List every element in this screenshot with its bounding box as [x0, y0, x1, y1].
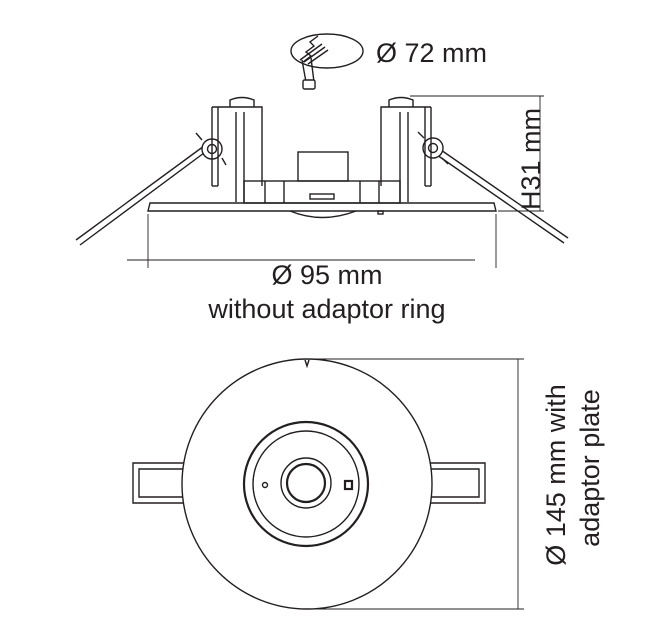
height-label: H31 mm	[516, 108, 546, 210]
plate-diameter-dimension	[307, 358, 524, 610]
plate-diameter-label-line2: adaptor plate	[575, 389, 605, 547]
left-tab	[132, 462, 190, 504]
height-dimension	[410, 95, 544, 212]
right-bracket	[380, 96, 432, 202]
sensor-inner-ring	[252, 430, 360, 538]
outer-plate-ring	[181, 358, 433, 610]
side-view	[75, 95, 569, 268]
lens-outer-ring	[280, 457, 332, 509]
sensor-window	[343, 479, 354, 491]
central-housing	[243, 151, 401, 204]
outer-diameter-label: Ø 95 mm	[271, 260, 382, 290]
plate-diameter-label-line1: Ø 145 mm with	[541, 384, 571, 566]
cutout-diameter-label: Ø 72 mm	[376, 38, 487, 68]
top-view	[132, 358, 524, 610]
right-spring-clip	[417, 131, 569, 244]
left-bracket	[211, 96, 263, 202]
sensor-outer-ring	[242, 420, 370, 548]
right-tab	[424, 462, 486, 504]
left-spring-clip	[75, 132, 227, 246]
indicator-led	[261, 481, 269, 489]
flange	[147, 202, 497, 219]
lens-inner-ring	[285, 462, 327, 504]
outer-diameter-note: without adaptor ring	[207, 294, 445, 324]
cutout-hole-icon	[290, 33, 364, 90]
width-dimension	[127, 214, 497, 268]
